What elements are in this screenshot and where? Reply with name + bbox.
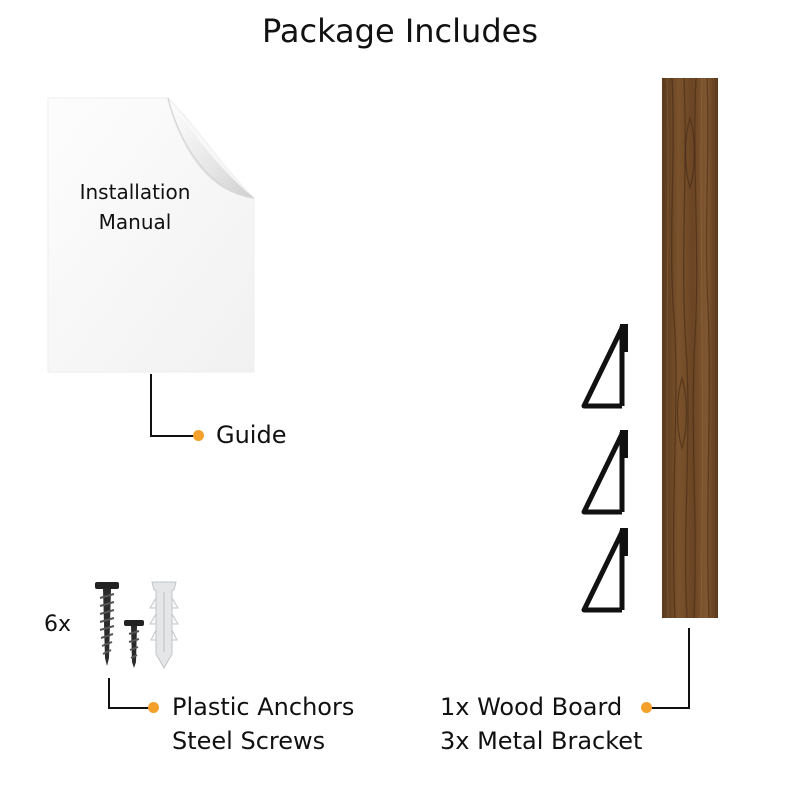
manual-title-line2: Manual — [98, 210, 172, 234]
board-leader-vertical — [688, 628, 690, 708]
metal-bracket-icon — [581, 324, 628, 409]
board-leader-horizontal — [650, 707, 690, 709]
wood-board-illustration — [662, 77, 718, 619]
guide-label: Guide — [216, 421, 287, 449]
hardware-label-line1: Plastic Anchors — [172, 693, 355, 721]
board-label: 1x Wood Board 3x Metal Bracket — [440, 690, 642, 758]
hardware-label: Plastic Anchors Steel Screws — [172, 690, 354, 758]
metal-bracket-icon — [581, 430, 628, 515]
board-label-line1: 1x Wood Board — [440, 693, 623, 721]
hardware-leader-horizontal — [108, 707, 150, 709]
hardware-callout-dot — [148, 702, 159, 713]
hardware-quantity: 6x — [44, 612, 72, 637]
guide-leader-vertical — [150, 374, 152, 436]
board-callout-dot — [641, 702, 652, 713]
page-title: Package Includes — [262, 12, 538, 50]
manual-illustration — [47, 97, 255, 373]
metal-bracket-icon — [581, 528, 628, 613]
manual-title-line1: Installation — [79, 180, 191, 204]
manual-cover-text: Installation Manual — [60, 177, 210, 237]
board-label-line2: 3x Metal Bracket — [440, 727, 643, 755]
plastic-anchor-icon — [149, 581, 179, 670]
guide-leader-horizontal — [150, 435, 200, 437]
hardware-leader-vertical — [108, 678, 110, 708]
long-screw-icon — [95, 582, 119, 666]
hardware-label-line2: Steel Screws — [172, 727, 326, 755]
short-screw-icon — [124, 620, 144, 668]
guide-callout-dot — [193, 430, 204, 441]
